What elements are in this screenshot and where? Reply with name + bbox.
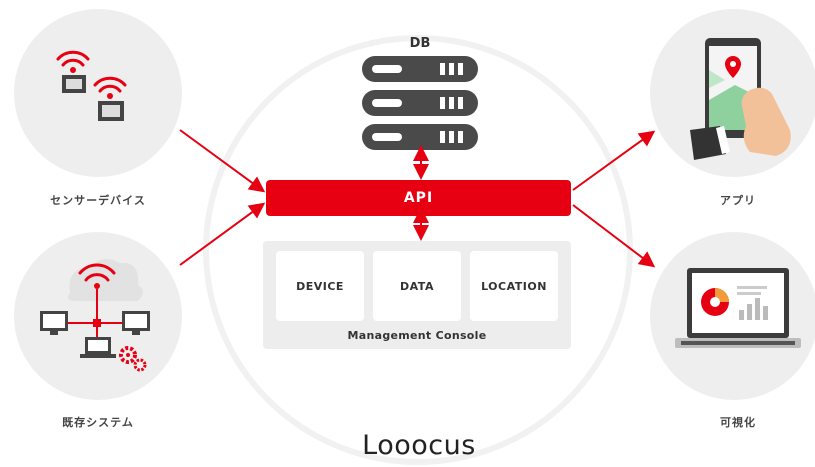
data-module-box: DATA	[373, 251, 461, 321]
data-module-label: DATA	[400, 279, 434, 293]
arrow-api-to-visualization	[572, 204, 656, 268]
location-module-box: LOCATION	[470, 251, 558, 321]
device-module-box: DEVICE	[276, 251, 364, 321]
management-console-panel: DEVICE DATA LOCATION Management Console	[263, 241, 571, 349]
api-bar: API	[266, 180, 571, 216]
db-label: DB	[409, 36, 431, 51]
sensor-device-icon	[56, 50, 127, 121]
db-server-icon	[362, 56, 478, 150]
arrow-sensor-to-api	[179, 129, 266, 193]
visualization-label: 可視化	[720, 416, 756, 429]
sensor-device-label: センサーデバイス	[50, 194, 146, 207]
legacy-system-label: 既存システム	[62, 416, 134, 429]
arrow-legacy-to-api	[179, 202, 266, 266]
location-module-label: LOCATION	[481, 279, 547, 293]
brand-name: Looocus	[362, 430, 476, 461]
management-console-label: Management Console	[347, 329, 487, 342]
api-label: API	[403, 190, 434, 206]
visualization-laptop-icon	[675, 268, 801, 348]
device-module-label: DEVICE	[296, 279, 344, 293]
sensor-circle	[14, 9, 182, 177]
legacy-system-icon	[40, 258, 150, 372]
app-label: アプリ	[720, 194, 756, 207]
app-smartphone-icon	[690, 38, 791, 160]
arrow-api-to-app	[572, 130, 656, 191]
